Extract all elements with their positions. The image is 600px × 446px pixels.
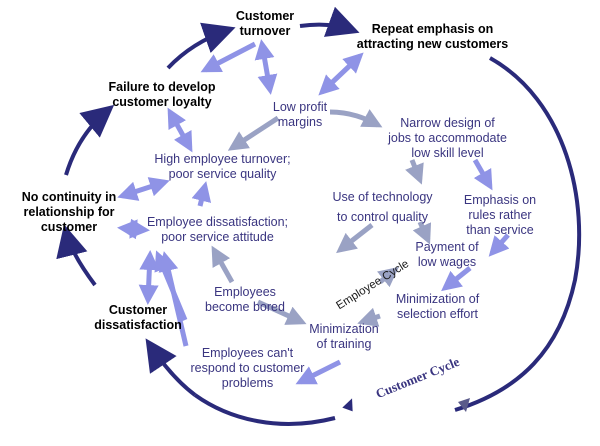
arrow-technology-lowprofit xyxy=(336,223,374,254)
light-arrows xyxy=(117,39,510,385)
node-payment-wages: Payment of low wages xyxy=(415,240,479,269)
arrow-narrow-technology xyxy=(405,159,424,185)
arrow-lowprofit-highturnover xyxy=(227,115,280,151)
node-minimization-selection: Minimization of selection effort xyxy=(395,292,480,321)
outer-arc-bottom-to-dissatisfaction xyxy=(145,338,197,397)
customer-cycle-arrowhead xyxy=(342,398,353,412)
node-use-technology: Use of technology to control quality xyxy=(332,190,433,224)
outer-arc-dissatisfaction-to-continuity xyxy=(56,224,97,287)
node-no-continuity: No continuity in relationship for custom… xyxy=(21,190,117,234)
arrow-wages-selection xyxy=(441,266,472,292)
arrow-bored-empdissat xyxy=(211,245,235,284)
outer-arc-turnover-to-repeat xyxy=(299,6,360,37)
node-employees-bored: Employees become bored xyxy=(205,285,285,314)
arrow-narrow-emphasis xyxy=(472,158,493,191)
node-customer-turnover: Customer turnover xyxy=(235,9,295,38)
arrow-emphasis-wages xyxy=(488,233,510,257)
outer-arc-continuity-to-failure xyxy=(64,104,115,176)
node-cant-respond: Employees can't respond to customer prob… xyxy=(190,346,305,390)
customer-cycle-end-arrow xyxy=(458,398,470,412)
node-employee-dissatisfaction: Employee dissatisfaction; poor service a… xyxy=(146,215,289,244)
outer-arc-bottom xyxy=(193,393,336,426)
arrow-cantrespond-dissat xyxy=(158,251,189,347)
outer-arc-failure-to-turnover xyxy=(166,22,236,70)
outer-ring xyxy=(56,6,582,426)
outer-arc-repeat-to-right xyxy=(454,56,582,412)
arrow-failure-highturnover xyxy=(167,107,193,153)
arrow-training-cantrespond xyxy=(295,359,342,385)
arrow-empdissat-continuity xyxy=(117,218,150,240)
arrow-lowprofit-narrow xyxy=(329,109,383,128)
arrow-employee-cycle-loop xyxy=(377,266,399,288)
arrow-empdissat-highturnover xyxy=(191,181,212,207)
arrow-highturnover-continuity xyxy=(117,177,170,201)
arrow-bored-training xyxy=(256,299,307,325)
node-emphasis-rules: Emphasis on rules rather than service xyxy=(463,193,537,237)
arrow-customer-dissat-up-1 xyxy=(138,250,160,305)
node-minimization-training: Minimization of training xyxy=(309,322,379,351)
node-repeat-emphasis: Repeat emphasis on attracting new custom… xyxy=(356,22,509,51)
arrow-turnover-lowprofit xyxy=(254,39,278,95)
gray-arrows xyxy=(211,109,432,327)
arrow-repeat-lowprofit xyxy=(318,52,364,96)
node-high-turnover: High employee turnover; poor service qua… xyxy=(154,152,291,181)
node-customer-dissatisfaction: Customer dissatisfaction xyxy=(94,303,182,332)
arrow-selection-training xyxy=(357,307,381,327)
arrow-turnover-failure xyxy=(200,41,257,73)
node-narrow-design: Narrow design of jobs to accommodate low… xyxy=(388,116,507,160)
node-low-profit: Low profit margins xyxy=(272,100,328,129)
node-failure-loyalty: Failure to develop customer loyalty xyxy=(108,80,216,109)
arrow-technology-wages xyxy=(412,220,432,245)
